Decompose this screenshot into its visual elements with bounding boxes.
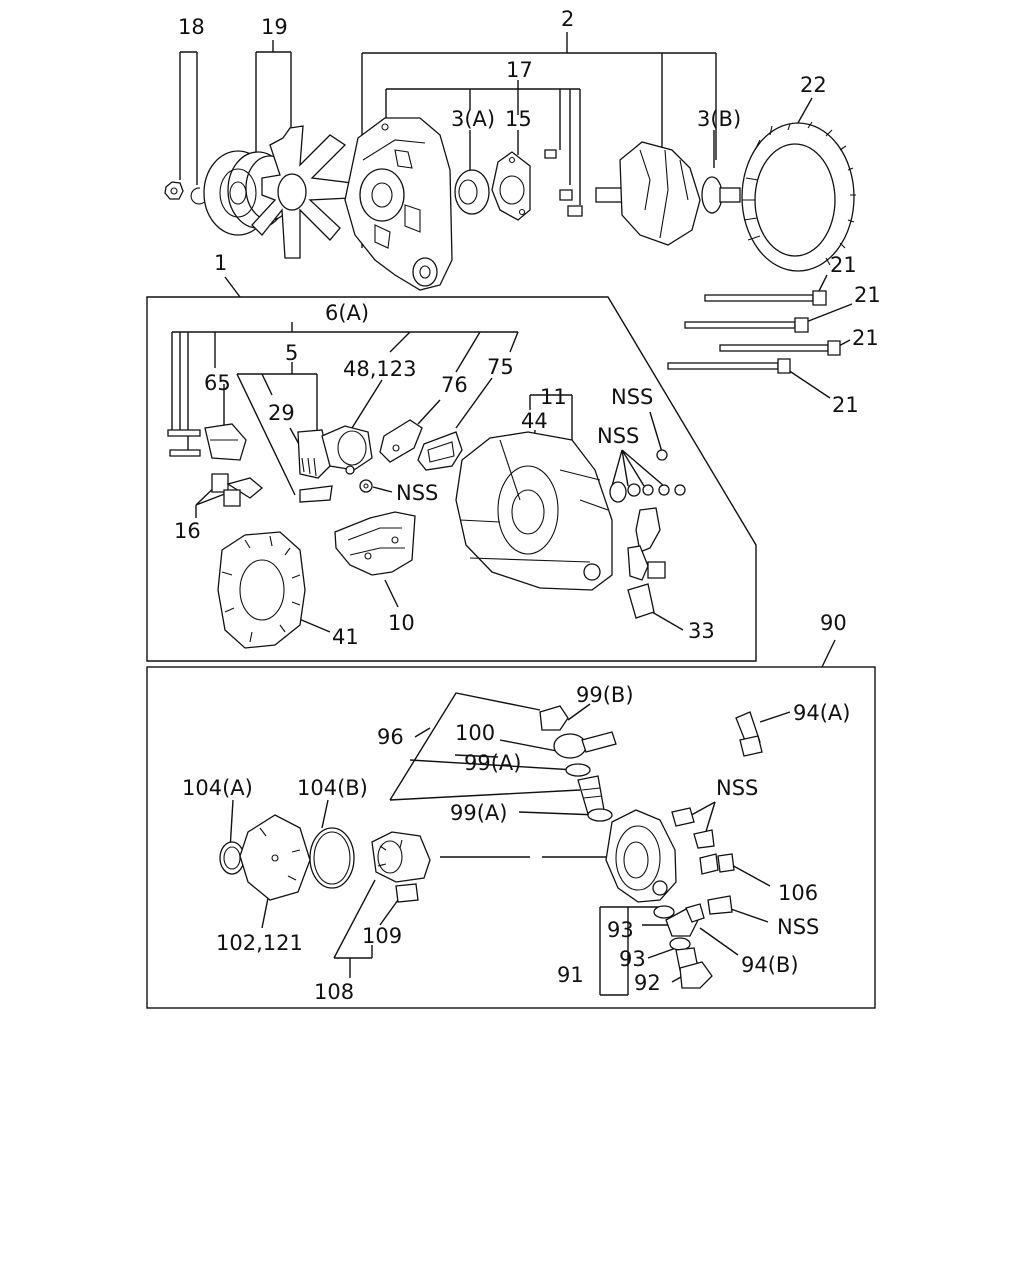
callout-labels: 18 19 2 17 3(A) 15 3(B) 22 21 21 21 21 1… — [174, 7, 881, 1004]
stator-22 — [741, 121, 856, 272]
label-104a: 104(A) — [182, 776, 253, 800]
label-15: 15 — [505, 107, 532, 131]
label-108: 108 — [314, 980, 354, 1004]
label-18: 18 — [178, 15, 205, 39]
box90-leader-lines — [229, 639, 836, 996]
label-21-c: 21 — [852, 326, 879, 350]
label-22: 22 — [800, 73, 827, 97]
label-104b: 104(B) — [297, 776, 368, 800]
label-100: 100 — [455, 721, 495, 745]
label-16: 16 — [174, 519, 201, 543]
label-93-a: 93 — [607, 918, 634, 942]
label-76: 76 — [441, 373, 468, 397]
through-bolts-21 — [667, 274, 853, 399]
label-109: 109 — [362, 924, 402, 948]
label-nss-4: NSS — [716, 776, 758, 800]
label-99a-2: 99(A) — [450, 801, 507, 825]
label-91: 91 — [557, 963, 584, 987]
label-11: 11 — [540, 385, 567, 409]
label-94b: 94(B) — [741, 953, 799, 977]
nut-18 — [164, 181, 184, 200]
box1-parts — [167, 419, 686, 649]
label-10: 10 — [388, 611, 415, 635]
group-box-90 — [146, 666, 876, 1009]
label-21-b: 21 — [854, 283, 881, 307]
label-6a: 6(A) — [325, 301, 369, 325]
label-5: 5 — [285, 341, 298, 365]
label-75: 75 — [487, 355, 514, 379]
plate-15 — [491, 151, 531, 221]
label-29: 29 — [268, 401, 295, 425]
label-48-123: 48,123 — [343, 357, 416, 381]
label-3a: 3(A) — [451, 107, 495, 131]
rotor-2 — [595, 141, 741, 246]
label-3b: 3(B) — [697, 107, 741, 131]
label-nss-2: NSS — [597, 424, 639, 448]
label-17: 17 — [506, 58, 533, 82]
label-2: 2 — [561, 7, 574, 31]
label-nss-5: NSS — [777, 915, 819, 939]
label-99b: 99(B) — [576, 683, 634, 707]
label-106: 106 — [778, 881, 818, 905]
label-21-a: 21 — [830, 253, 857, 277]
label-33: 33 — [688, 619, 715, 643]
label-96: 96 — [377, 725, 404, 749]
label-93-b: 93 — [619, 947, 646, 971]
label-90: 90 — [820, 611, 847, 635]
label-94a: 94(A) — [793, 701, 850, 725]
box90-parts — [219, 705, 763, 989]
label-41: 41 — [332, 625, 359, 649]
bearing-3a — [454, 169, 490, 215]
label-102-121: 102,121 — [216, 931, 303, 955]
label-nss-3: NSS — [396, 481, 438, 505]
top-leader-lines — [179, 32, 813, 248]
front-bracket — [344, 117, 453, 291]
label-44: 44 — [521, 409, 548, 433]
label-99a-1: 99(A) — [464, 751, 521, 775]
label-92: 92 — [634, 971, 661, 995]
label-65: 65 — [204, 371, 231, 395]
screws-17 — [544, 149, 583, 217]
box1-leader-lines — [171, 276, 684, 633]
group-box-1 — [146, 296, 757, 662]
fan-19 — [251, 125, 353, 259]
label-19: 19 — [261, 15, 288, 39]
label-21-d: 21 — [832, 393, 859, 417]
label-1: 1 — [214, 251, 227, 275]
label-nss-1: NSS — [611, 385, 653, 409]
